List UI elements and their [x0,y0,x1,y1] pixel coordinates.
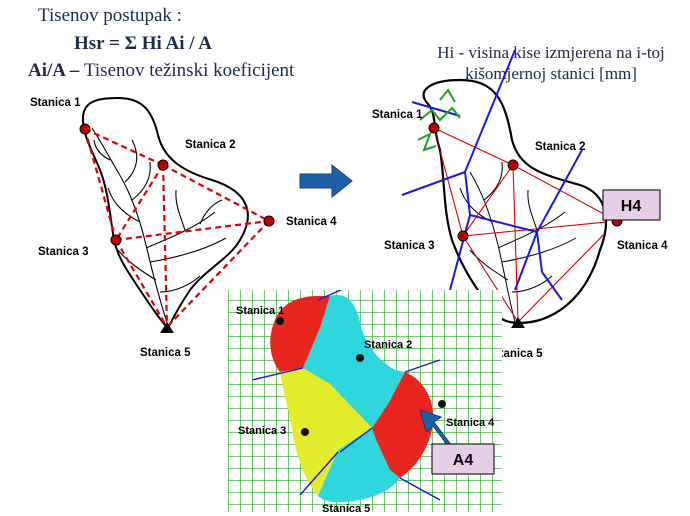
zone-3-yellow [280,368,372,496]
coefficient-text: Tisenov težinski koeficijent [83,60,295,81]
bottom-diagram: Stanica 1 Stanica 2 Stanica 3 Stanica 4 … [228,290,502,515]
left-station-5-label: Stanica 5 [140,347,191,359]
left-station-4-label: Stanica 4 [286,216,337,228]
thiessen-zones [270,295,434,503]
left-river-network [91,127,227,327]
bottom-station-3-marker [301,428,309,436]
bottom-station-1-label: Stanica 1 [236,305,284,317]
a4-box [431,443,495,475]
coefficient-definition: Ai/A – Tisenov težinski koeficijent [28,60,294,82]
right-station-5-label: Stanica 5 [492,348,543,360]
left-station-3-label: Stanica 3 [38,246,89,258]
bottom-station-5-label: Stanica 5 [322,503,370,515]
zone-5-cyan [318,428,400,503]
left-station-1-marker [79,123,91,135]
right-diagram: Stanica 1 Stanica 2 Stanica 3 Stanica 4 … [372,49,668,360]
right-station-5-marker [511,317,525,328]
left-station-4-marker [263,215,275,227]
zone-4-red [372,372,434,478]
method-title: Tisenov postupak : [38,5,182,26]
bottom-bisectors [251,290,441,501]
h4-box [602,189,661,221]
right-station-1-label: Stanica 1 [372,109,423,121]
bottom-station-2-marker [356,354,364,362]
right-station-2-label: Stanica 2 [535,141,586,153]
bottom-station-4-marker [438,400,446,408]
right-station-3-marker [457,230,469,242]
right-station-4-label: Stanica 4 [617,240,668,252]
left-basin-outline [81,96,249,330]
left-station-2-label: Stanica 2 [185,139,236,151]
left-station-2-marker [157,159,169,171]
right-perpendicular-bisectors [401,49,583,301]
h4-label: H4 [621,198,642,215]
left-station-1-label: Stanica 1 [30,97,81,109]
right-basin-outline [422,78,608,325]
left-station-5-marker [160,322,174,333]
bottom-station-3-label: Stanica 3 [238,425,286,437]
left-station-3-marker [110,234,122,246]
bottom-station-2-label: Stanica 2 [364,339,412,351]
coefficient-symbol: Ai/A – [28,60,84,81]
a4-label: A4 [453,452,474,469]
right-station-2-marker [507,159,519,171]
right-station-1-marker [428,122,440,134]
zone-1-red [270,296,330,372]
bottom-station-1-marker [276,317,284,325]
transition-arrow [299,163,353,199]
right-station-3-label: Stanica 3 [384,240,435,252]
formula: Hsr = Σ Hi Ai / A [74,33,212,54]
zone-2-cyan [303,295,405,428]
bottom-station-4-label: Stanica 4 [446,417,495,429]
left-diagram: Stanica 1 Stanica 2 Stanica 3 Stanica 4 … [30,96,337,359]
right-construction-lines [417,88,461,152]
left-triangulation [83,128,270,328]
